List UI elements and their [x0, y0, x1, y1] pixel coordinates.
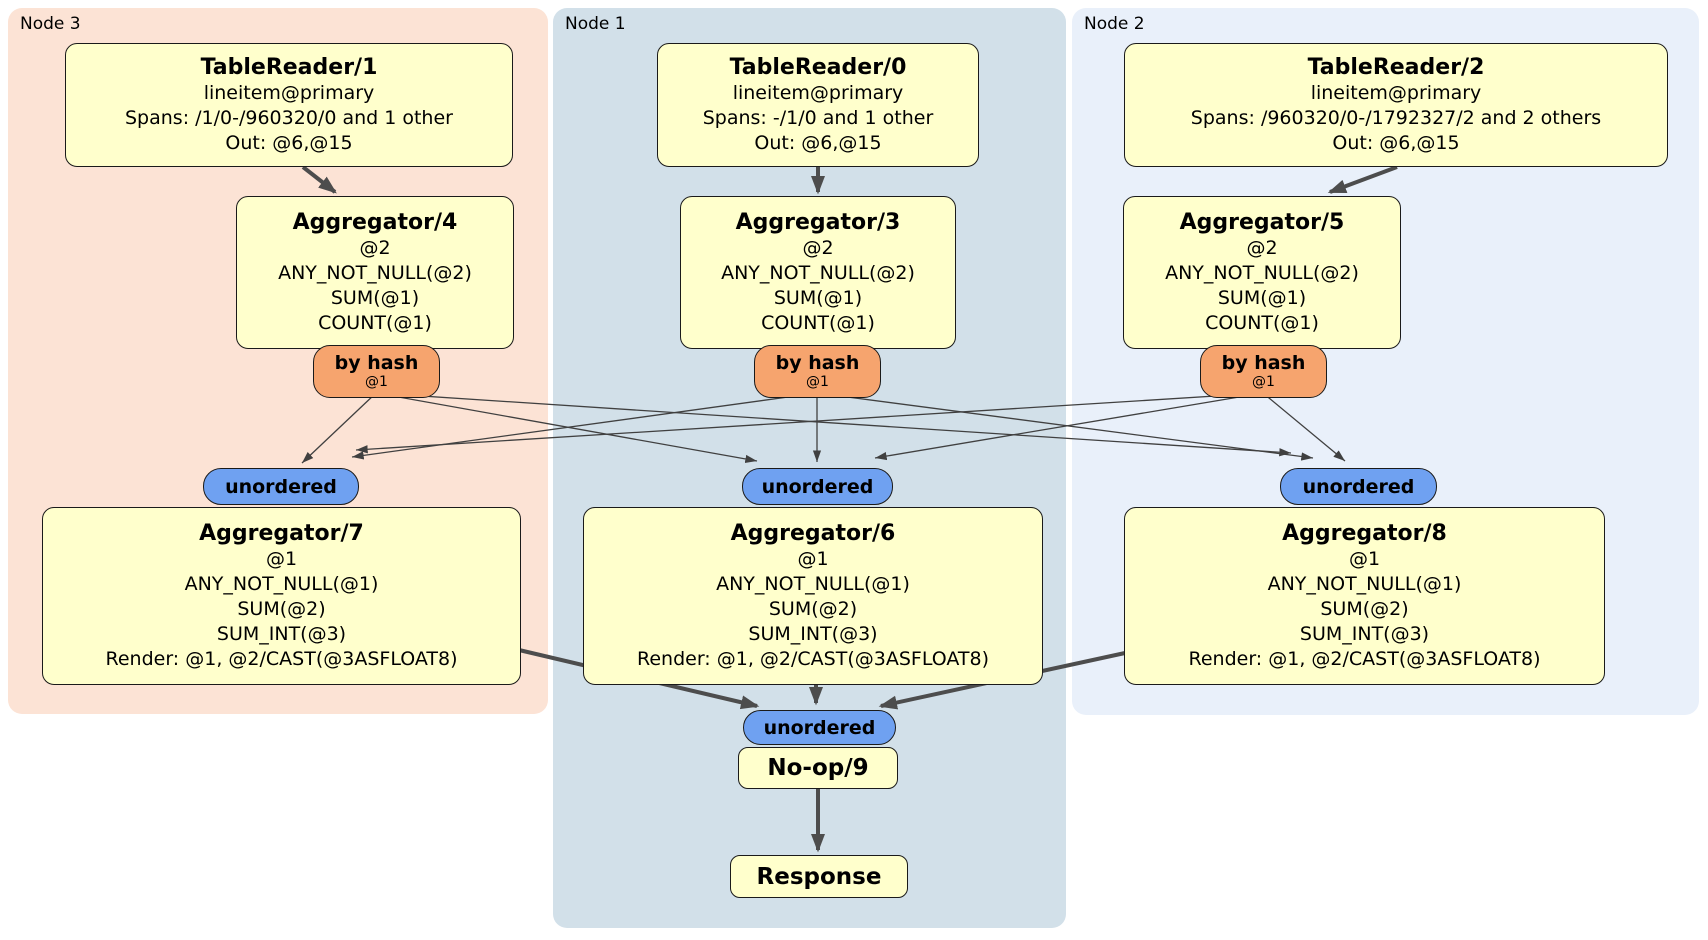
aggregator-4-box: Aggregator/4 @2 ANY_NOT_NULL(@2) SUM(@1)… [236, 196, 514, 349]
processor-detail-line: Render: @1, @2/CAST(@3ASFLOAT8) [105, 648, 458, 670]
processor-detail-line: @2 [1246, 237, 1278, 259]
tablereader-0-title: TableReader/0 [729, 55, 907, 80]
processor-detail-line: ANY_NOT_NULL(@1) [716, 573, 910, 595]
noop-9-box: No-op/9 [738, 747, 898, 789]
processor-detail-line: Spans: /1/0-/960320/0 and 1 other [125, 107, 453, 129]
aggregator-7-title: Aggregator/7 [199, 521, 364, 546]
aggregator-4-title: Aggregator/4 [292, 210, 458, 235]
unordered-sync-node3: unordered [203, 468, 359, 505]
processor-detail-line: @1 [1348, 548, 1381, 570]
processor-detail-line: COUNT(@1) [761, 312, 875, 334]
router-label: by hash [1221, 352, 1306, 374]
processor-detail-line: @1 [797, 548, 829, 570]
processor-detail-line: Out: @6,@15 [1332, 132, 1460, 154]
by-hash-router-node1: by hash @1 [754, 345, 881, 398]
node-2-label: Node 2 [1084, 14, 1145, 34]
router-label: by hash [334, 352, 419, 374]
processor-detail-line: SUM(@2) [768, 598, 858, 620]
processor-detail-line: SUM(@1) [773, 287, 863, 309]
aggregator-5-box: Aggregator/5 @2 ANY_NOT_NULL(@2) SUM(@1)… [1123, 196, 1401, 349]
processor-detail-line: Render: @1, @2/CAST(@3ASFLOAT8) [1188, 648, 1541, 670]
unordered-sync-node1: unordered [742, 468, 893, 505]
processor-detail-line: Render: @1, @2/CAST(@3ASFLOAT8) [637, 648, 989, 670]
node-3-label: Node 3 [20, 14, 81, 34]
processor-detail-line: Out: @6,@15 [225, 132, 353, 154]
aggregator-6-box: Aggregator/6 @1 ANY_NOT_NULL(@1) SUM(@2)… [583, 507, 1043, 685]
processor-detail-line: @2 [802, 237, 834, 259]
processor-detail-line: SUM(@1) [1217, 287, 1307, 309]
router-key: @1 [1252, 374, 1275, 390]
aggregator-8-title: Aggregator/8 [1282, 521, 1447, 546]
unordered-sync-final: unordered [743, 710, 896, 745]
aggregator-3-title: Aggregator/3 [735, 210, 901, 235]
tablereader-2-title: TableReader/2 [1307, 55, 1485, 80]
unordered-sync-node2: unordered [1280, 468, 1437, 505]
by-hash-router-node2: by hash @1 [1200, 345, 1327, 398]
processor-detail-line: COUNT(@1) [318, 312, 432, 334]
tablereader-2-box: TableReader/2 lineitem@primary Spans: /9… [1124, 43, 1668, 167]
processor-detail-line: ANY_NOT_NULL(@1) [184, 573, 379, 595]
processor-detail-line: @2 [359, 237, 391, 259]
by-hash-router-node3: by hash @1 [313, 345, 440, 398]
processor-detail-line: Spans: -/1/0 and 1 other [702, 107, 934, 129]
processor-detail-line: SUM(@2) [1320, 598, 1409, 620]
node-1-label: Node 1 [565, 14, 626, 34]
processor-detail-line: Out: @6,@15 [754, 132, 882, 154]
processor-detail-line: SUM(@2) [237, 598, 326, 620]
router-key: @1 [365, 374, 388, 390]
processor-detail-line: SUM_INT(@3) [216, 623, 347, 645]
processor-detail-line: SUM_INT(@3) [1299, 623, 1430, 645]
aggregator-5-title: Aggregator/5 [1179, 210, 1345, 235]
processor-detail-line: ANY_NOT_NULL(@2) [1165, 262, 1359, 284]
processor-detail-line: lineitem@primary [203, 82, 375, 104]
aggregator-8-box: Aggregator/8 @1 ANY_NOT_NULL(@1) SUM(@2)… [1124, 507, 1605, 685]
aggregator-6-title: Aggregator/6 [730, 521, 896, 546]
response-box: Response [730, 855, 908, 898]
processor-detail-line: lineitem@primary [732, 82, 904, 104]
processor-detail-line: @1 [265, 548, 298, 570]
processor-detail-line: SUM(@1) [330, 287, 420, 309]
tablereader-1-title: TableReader/1 [200, 55, 378, 80]
aggregator-3-box: Aggregator/3 @2 ANY_NOT_NULL(@2) SUM(@1)… [680, 196, 956, 349]
aggregator-7-box: Aggregator/7 @1 ANY_NOT_NULL(@1) SUM(@2)… [42, 507, 521, 685]
processor-detail-line: ANY_NOT_NULL(@2) [278, 262, 472, 284]
tablereader-0-box: TableReader/0 lineitem@primary Spans: -/… [657, 43, 979, 167]
processor-detail-line: SUM_INT(@3) [748, 623, 878, 645]
router-key: @1 [806, 374, 829, 390]
processor-detail-line: COUNT(@1) [1205, 312, 1319, 334]
processor-detail-line: ANY_NOT_NULL(@2) [721, 262, 915, 284]
tablereader-1-box: TableReader/1 lineitem@primary Spans: /1… [65, 43, 513, 167]
processor-detail-line: Spans: /960320/0-/1792327/2 and 2 others [1190, 107, 1602, 129]
processor-detail-line: ANY_NOT_NULL(@1) [1267, 573, 1462, 595]
router-label: by hash [775, 352, 860, 374]
processor-detail-line: lineitem@primary [1310, 82, 1482, 104]
